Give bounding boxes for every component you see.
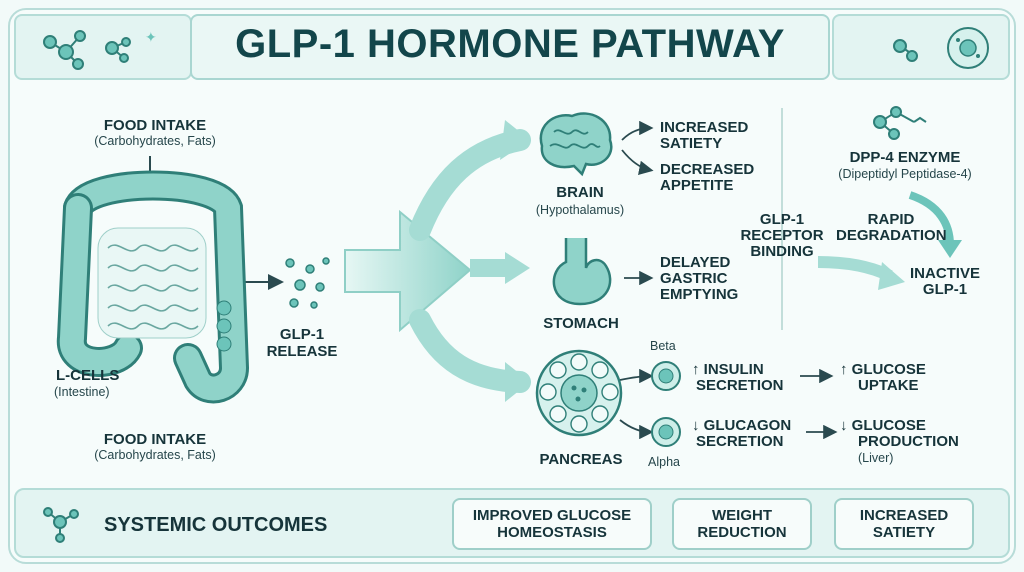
outcome1-line2: HOMEOSTASIS <box>497 524 607 541</box>
food-intake-bottom-label: FOOD INTAKE <box>103 431 207 448</box>
outcome3-line1: INCREASED <box>859 507 949 524</box>
glucagon-a: ↓ GLUCAGON <box>692 417 792 434</box>
dpp4-label: DPP-4 ENZYME <box>849 149 961 166</box>
stomach-effect-a: DELAYED <box>660 254 731 271</box>
receptor-line3: BINDING <box>750 243 814 260</box>
outcomes-heading: SYSTEMIC OUTCOMES <box>104 514 328 536</box>
receptor-line2: RECEPTOR <box>740 227 824 244</box>
dpp4-sub: (Dipeptidyl Peptidase-4) <box>838 167 972 181</box>
outcomes-molecule-icon <box>43 507 79 543</box>
alpha-label: Alpha <box>648 455 680 469</box>
brain-icon <box>539 112 613 177</box>
outcome3-line2: SATIETY <box>872 524 936 541</box>
lcells-sub: (Intestine) <box>54 385 110 399</box>
glucagon-b: SECRETION <box>696 433 784 450</box>
brain-effect2-b: APPETITE <box>660 177 734 194</box>
alpha-cell-icon <box>651 417 681 447</box>
uptake-b: UPTAKE <box>858 377 919 394</box>
food-intake-sub: (Carbohydrates, Fats) <box>94 134 216 148</box>
brain-effect2-a: DECREASED <box>660 161 755 178</box>
central-arrow <box>344 209 472 333</box>
lcells-label: L-CELLS <box>56 367 120 384</box>
insulin-a: ↑ INSULIN <box>692 361 764 378</box>
stomach-icon <box>552 238 612 306</box>
brain-sub: (Hypothalamus) <box>535 203 625 217</box>
outcome-weight-reduction: WEIGHT REDUCTION <box>672 498 812 550</box>
production-b: PRODUCTION <box>858 433 959 450</box>
title-banner <box>190 14 830 80</box>
outcome-increased-satiety: INCREASED SATIETY <box>834 498 974 550</box>
inactive-b: GLP-1 <box>922 281 968 298</box>
brain-effect1-a: INCREASED <box>660 119 749 136</box>
food-intake-bottom-sub: (Carbohydrates, Fats) <box>94 448 216 462</box>
dpp4-molecule-icon <box>873 106 927 140</box>
cell-icon <box>893 27 989 69</box>
brain-effect1-b: SATIETY <box>660 135 723 152</box>
svg-text:✦: ✦ <box>145 29 157 45</box>
corner-decoration-left <box>14 14 192 80</box>
pancreas-icon <box>535 349 623 437</box>
beta-cell-icon <box>651 361 681 391</box>
glp1-release-line2: RELEASE <box>266 343 338 360</box>
production-a: ↓ GLUCOSE <box>840 417 926 434</box>
insulin-b: SECRETION <box>696 377 784 394</box>
inactive-a: INACTIVE <box>909 265 980 282</box>
stomach-effect-b: GASTRIC <box>660 270 728 287</box>
page-title: GLP-1 HORMONE PATHWAY <box>235 22 785 66</box>
brain-label: BRAIN <box>556 184 604 201</box>
intestine-icon <box>56 170 250 404</box>
stomach-label: STOMACH <box>543 315 619 332</box>
glp1-molecules-icon <box>285 257 330 309</box>
outcome1-line1: IMPROVED GLUCOSE <box>472 507 632 524</box>
uptake-a: ↑ GLUCOSE <box>840 361 926 378</box>
outcome-glucose-homeostasis: IMPROVED GLUCOSE HOMEOSTASIS <box>452 498 652 550</box>
receptor-line1: GLP-1 <box>759 211 805 228</box>
outcome2-line1: WEIGHT <box>712 507 772 524</box>
pancreas-label: PANCREAS <box>539 451 623 468</box>
glp1-release-line1: GLP-1 <box>279 326 325 343</box>
rapid-b: DEGRADATION <box>836 227 947 244</box>
stomach-effect-c: EMPTYING <box>660 286 739 303</box>
beta-label: Beta <box>650 339 676 353</box>
molecule-icon: ✦ <box>43 29 157 70</box>
production-c: (Liver) <box>858 451 894 465</box>
outcome2-line2: REDUCTION <box>697 524 787 541</box>
food-intake-label: FOOD INTAKE <box>103 117 207 134</box>
rapid-a: RAPID <box>867 211 915 228</box>
